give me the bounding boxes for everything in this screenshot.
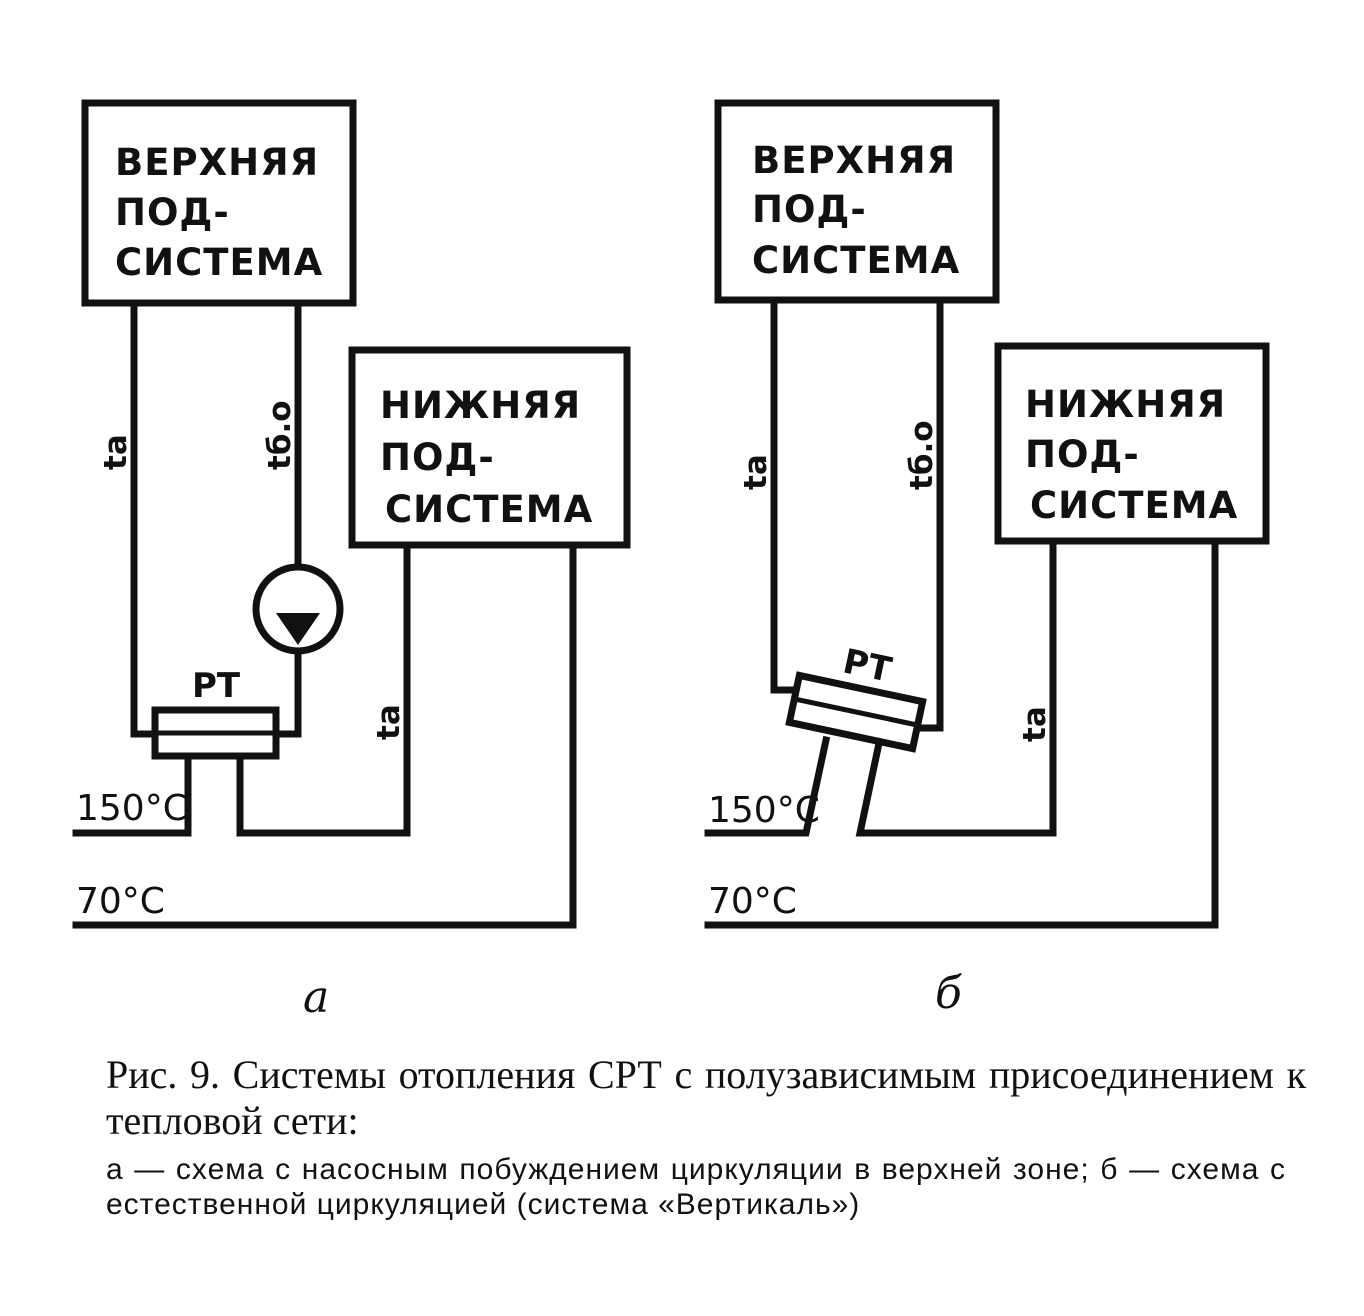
lower-box-line-1-b: НИЖНЯЯ [1025,383,1226,426]
hot-network-pipe-a [72,752,192,837]
cold-network-pipe-b [704,537,1219,929]
return-label-a: tб.о [262,400,298,470]
sub-label-b: б [935,968,962,1019]
upper-box-line-1-a: ВЕРХНЯЯ [115,141,319,184]
temp-cold-b: 70°C [708,881,797,922]
return-label-b: tб.о [904,420,940,490]
lower-supply-pipe-b [855,537,1057,837]
temp-cold-a: 70°C [76,881,165,922]
lower-box-line-1-a: НИЖНЯЯ [380,384,581,427]
return-pipe-b [916,296,944,732]
return-pipe-lower-a [272,646,302,738]
upper-subsystem-box-b [714,99,1000,304]
temp-hot-a: 150°C [76,788,188,829]
pump-circle-a [252,563,344,655]
lower-supply-label-a: ta [371,704,407,740]
diagram-b: ВЕРХНЯЯ ПОД- СИСТЕМА НИЖНЯЯ ПОД- СИСТЕМА… [704,99,1270,1019]
temp-hot-b: 150°C [708,790,820,831]
pump-triangle-icon-a [276,613,320,645]
diagram-a: ВЕРХНЯЯ ПОД- СИСТЕМА НИЖНЯЯ ПОД- СИСТЕМА… [72,99,631,1023]
exchanger-label-a: РТ [192,666,241,706]
exchanger-label-b: РТ [839,642,895,691]
lower-subsystem-box-a [348,346,631,549]
supply-label-b: ta [738,454,774,490]
upper-box-line-1-b: ВЕРХНЯЯ [752,139,956,182]
lower-box-line-2-a: ПОД- [380,436,495,479]
upper-box-line-2-a: ПОД- [115,191,230,234]
lower-box-line-2-b: ПОД- [1025,433,1140,476]
sub-label-a: а [303,972,329,1023]
lower-supply-label-b: ta [1017,706,1053,742]
lower-supply-pipe-a [236,541,411,837]
supply-label-a: ta [98,434,134,470]
supply-pipe-a [130,299,162,738]
heat-exchanger-b [785,671,927,753]
supply-pipe-b [770,296,804,694]
cold-network-pipe-a [72,541,577,929]
upper-box-line-3-b: СИСТЕМА [752,239,960,282]
hot-network-pipe-b [704,735,831,837]
upper-box-line-2-b: ПОД- [752,188,867,231]
figure-caption: Рис. 9. Системы отопления СРТ с полузави… [106,1052,1306,1143]
upper-subsystem-box-a [81,99,357,307]
figure-caption-note: а — схема с насосным побуждением циркуля… [106,1153,1286,1221]
lower-box-line-3-b: СИСТЕМА [1030,484,1238,527]
lower-box-line-3-a: СИСТЕМА [385,488,593,531]
lower-subsystem-box-b [994,342,1270,545]
upper-box-line-3-a: СИСТЕМА [115,241,323,284]
